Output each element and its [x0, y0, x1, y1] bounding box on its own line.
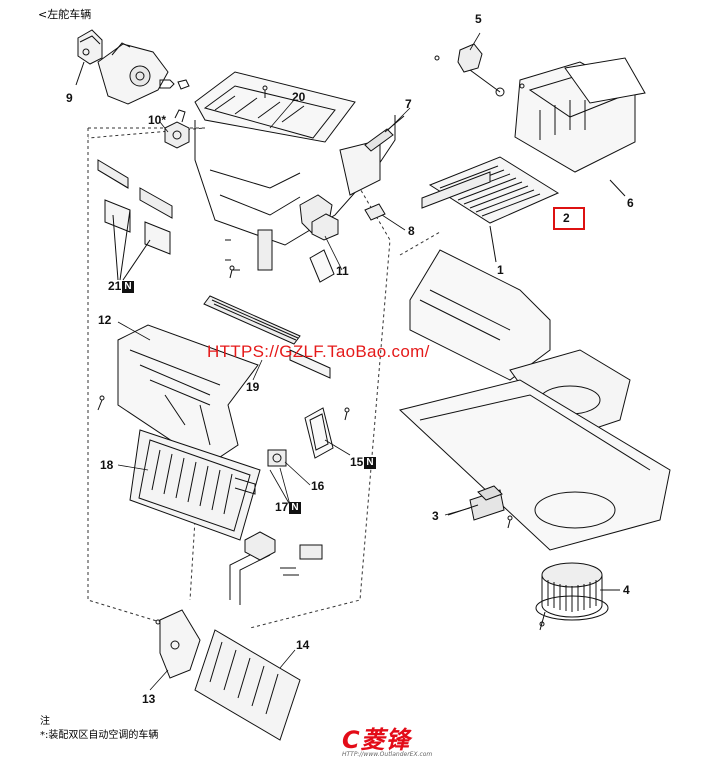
label-part-16: 16 — [311, 479, 325, 493]
part-9-actuator — [75, 29, 190, 105]
part-15-gasket — [304, 407, 334, 459]
label-part-2: 2 — [563, 211, 570, 225]
part-4-blower-fan — [535, 562, 620, 631]
badge-n-15: N — [364, 457, 376, 469]
label-part-19: 19 — [246, 380, 260, 394]
note-text: *:装配双区自动空调的车辆 — [40, 730, 159, 741]
label-part-18: 18 — [100, 458, 114, 472]
part-2-filter — [421, 156, 560, 263]
label-part-10: 10* — [148, 113, 167, 127]
part-19-plate — [203, 295, 331, 379]
diagram-header: <左舵车辆 — [38, 8, 92, 21]
part-13-bracket — [159, 609, 201, 679]
screws — [97, 55, 545, 627]
brand-logo-url: HTTP://www.OutlanderEX.com — [342, 751, 433, 758]
part-16-valve — [267, 449, 287, 467]
part-21-flaps — [97, 159, 173, 281]
label-part-20: 20 — [292, 90, 306, 104]
part-12-duct — [117, 324, 259, 466]
part-11-actuator — [309, 213, 339, 283]
label-part-1: 1 — [497, 263, 504, 277]
part-6-case-top — [514, 57, 646, 197]
part-5-actuator — [457, 43, 505, 97]
leader-lines — [117, 32, 612, 691]
label-part-7: 7 — [405, 97, 412, 111]
brand-logo: C菱锋 — [342, 726, 411, 754]
label-part-12: 12 — [98, 313, 112, 327]
part-18-heater-core — [129, 429, 261, 541]
label-part-6: 6 — [627, 196, 634, 210]
label-part-17-number: 17 — [275, 500, 289, 514]
part-10-component — [164, 109, 190, 149]
label-part-13: 13 — [142, 692, 156, 706]
part-7-sensor — [364, 115, 405, 152]
label-part-4: 4 — [623, 583, 630, 597]
watermark-url: HTTPS://GZLF.TaoBao.com/ — [207, 342, 430, 361]
label-part-9: 9 — [66, 91, 73, 105]
label-part-15-number: 15 — [350, 455, 364, 469]
part-14-evaporator — [194, 531, 323, 741]
note-title: 注 — [40, 716, 50, 727]
label-part-5: 5 — [475, 12, 482, 26]
label-part-8: 8 — [408, 224, 415, 238]
badge-n-21: N — [122, 281, 134, 293]
callout-box-part-2 — [553, 207, 585, 230]
label-part-21-number: 21 — [108, 279, 122, 293]
label-part-14: 14 — [296, 638, 310, 652]
part-8-bracket — [364, 203, 386, 221]
badge-n-17: N — [289, 502, 301, 514]
label-part-11: 11 — [336, 264, 349, 278]
label-part-3: 3 — [432, 509, 439, 523]
part-1-blower-housing — [398, 249, 671, 551]
